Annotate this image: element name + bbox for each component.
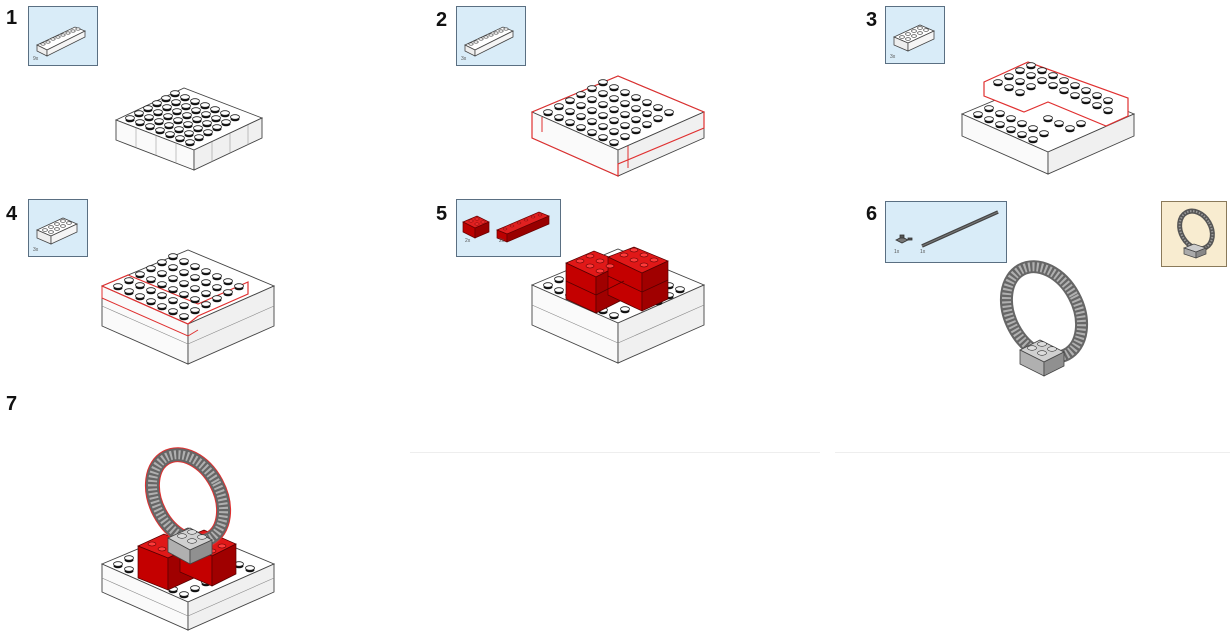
subassembly-preview: [1161, 201, 1227, 267]
divider: [410, 452, 820, 453]
step-7-assembly: [98, 446, 283, 631]
white-brick-icon: [893, 24, 935, 52]
parts-callout-step-2: 3x: [456, 6, 526, 66]
part-qty: 2x: [499, 238, 505, 244]
part-qty: 2x: [465, 238, 471, 244]
divider: [835, 452, 1230, 453]
grey-ring-icon: [1177, 208, 1215, 259]
step-number-5: 5: [436, 203, 448, 225]
step-number-3: 3: [866, 9, 878, 31]
step-number-6: 6: [866, 203, 878, 225]
step-number-2: 2: [436, 9, 448, 31]
part-qty: 3x: [33, 247, 39, 253]
step-number-1: 1: [6, 7, 18, 29]
step-4-assembly: [98, 246, 278, 370]
part-qty: 1x: [920, 249, 926, 255]
red-brick-icon: [462, 211, 550, 243]
part-qty: 3x: [890, 54, 896, 60]
parts-callout-step-1: 9x: [28, 6, 98, 66]
parts-callout-step-3: 3x: [885, 6, 945, 64]
axle-icon: [895, 210, 999, 248]
step-5-assembly: [528, 245, 708, 369]
parts-callout-step-5: 2x 2x: [456, 199, 561, 257]
part-qty: 3x: [461, 56, 467, 62]
part-qty: 1x: [894, 249, 900, 255]
white-brick-icon: [36, 217, 78, 245]
white-brick-icon: [464, 26, 514, 57]
step-3-assembly: [958, 56, 1138, 178]
step-number-7: 7: [6, 393, 18, 415]
step-2-assembly: [528, 72, 708, 182]
step-6-assembly: [980, 258, 1115, 383]
step-1-assembly: [112, 78, 267, 173]
white-brick-icon: [36, 26, 86, 57]
part-qty: 9x: [33, 56, 39, 62]
step-number-4: 4: [6, 203, 18, 225]
parts-callout-step-4: 3x: [28, 199, 88, 257]
parts-callout-step-6: 1x 1x: [885, 201, 1007, 263]
